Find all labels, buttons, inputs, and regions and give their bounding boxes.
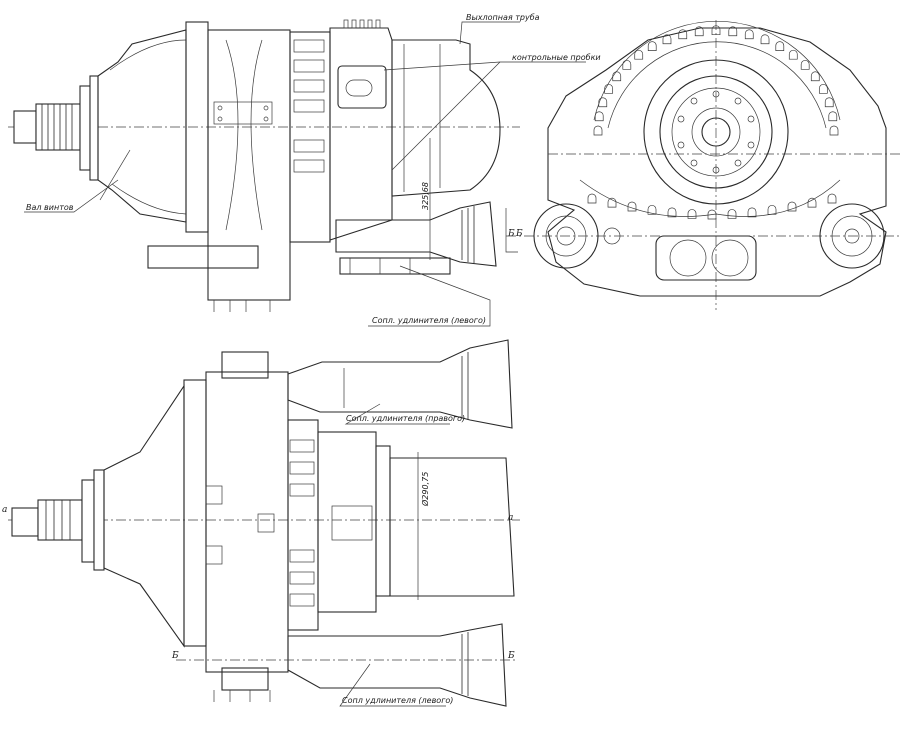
accessory-tooth bbox=[667, 207, 677, 218]
accessory-tooth bbox=[594, 111, 604, 122]
accessory-tooth bbox=[627, 201, 637, 212]
accessory-tooth bbox=[612, 71, 622, 82]
accessory-tooth bbox=[829, 125, 839, 136]
section-letter-a-right: а bbox=[508, 513, 513, 523]
plan-nose-cone bbox=[103, 384, 185, 648]
plan-ribbed-casing bbox=[287, 419, 319, 631]
lower-cover-plate bbox=[655, 235, 757, 281]
accessory-teeth bbox=[587, 25, 839, 220]
top-studs bbox=[343, 19, 381, 29]
accessory-tooth bbox=[598, 97, 608, 108]
accessory-tooth bbox=[662, 34, 672, 45]
accessory-tooth bbox=[694, 26, 704, 37]
main-housing bbox=[207, 29, 291, 301]
accessory-tooth bbox=[647, 204, 657, 215]
plan-exhaust-body bbox=[389, 457, 515, 597]
accessory-tooth bbox=[818, 83, 828, 94]
lower-pipe bbox=[147, 245, 259, 269]
exhaust-pipe bbox=[391, 39, 501, 197]
plan-lower-exhaust bbox=[287, 623, 507, 707]
accessory-tooth bbox=[604, 83, 614, 94]
accessory-tooth bbox=[687, 209, 697, 219]
accessory-tooth bbox=[787, 201, 797, 212]
accessory-tooth bbox=[728, 26, 738, 37]
accessory-tooth bbox=[607, 197, 617, 208]
stbd-exhaust-label: Сопл. удлинителя (правого) bbox=[346, 414, 465, 423]
accessory-tooth bbox=[828, 111, 838, 122]
plan-rear-casing bbox=[317, 431, 377, 613]
rear-casing bbox=[329, 27, 393, 241]
section-letter-b-right: Б bbox=[507, 651, 515, 661]
plan-upper-exhaust bbox=[287, 339, 513, 429]
stbd-shaft-housing bbox=[819, 203, 885, 269]
exhaust-pipe-label: Выхлопная труба bbox=[466, 13, 540, 22]
nose-cone bbox=[97, 29, 187, 223]
inspection-cover bbox=[337, 65, 387, 109]
section-letter-a-left: а bbox=[2, 505, 7, 515]
side-view: 325,68 Б Выхлопная труба контрольные про… bbox=[8, 13, 601, 327]
port-exhaust-bottom-label: Сопл удлинителя (левого) bbox=[342, 696, 453, 705]
accessory-tooth bbox=[744, 29, 754, 40]
front-housing-outline bbox=[547, 27, 887, 297]
accessory-tooth bbox=[707, 209, 717, 220]
bolt-circle bbox=[677, 90, 755, 174]
accessory-tooth bbox=[593, 125, 603, 136]
port-shaft-housing bbox=[533, 203, 599, 269]
accessory-tooth bbox=[634, 49, 644, 60]
accessory-tooth bbox=[760, 34, 770, 45]
main-shaft-bore bbox=[701, 117, 731, 147]
plan-width-dimension: Ø290,75 bbox=[420, 472, 430, 507]
accessory-tooth bbox=[767, 204, 777, 215]
accessory-tooth bbox=[827, 193, 837, 204]
accessory-tooth bbox=[747, 207, 757, 218]
front-view: Б bbox=[506, 20, 900, 310]
section-letter-b-left: Б bbox=[171, 651, 179, 661]
drain-plugs-label: контрольные пробки bbox=[512, 53, 601, 62]
accessory-tooth bbox=[800, 59, 810, 70]
accessory-tooth bbox=[727, 209, 737, 219]
prop-shaft-label: Вал винтов bbox=[26, 203, 74, 212]
side-exhaust-nozzle bbox=[335, 201, 497, 267]
section-letter-b-side: Б bbox=[507, 229, 515, 239]
port-exhaust-label: Сопл. удлинителя (левого) bbox=[372, 316, 486, 325]
accessory-tooth bbox=[810, 71, 820, 82]
accessory-tooth bbox=[711, 25, 721, 36]
plan-splined-shaft bbox=[11, 469, 105, 571]
accessory-tooth bbox=[775, 41, 785, 51]
splined-shaft bbox=[13, 75, 99, 181]
accessory-tooth bbox=[647, 41, 657, 51]
plan-view: Ø290,75 а а Б Б Сопл. удлинителя (правог… bbox=[2, 339, 520, 707]
accessory-tooth bbox=[788, 49, 798, 60]
main-gear-ring bbox=[643, 59, 789, 205]
lower-fitting bbox=[339, 257, 451, 275]
accessory-tooth bbox=[807, 197, 817, 208]
section-letter-b-front: Б bbox=[515, 229, 523, 239]
accessory-tooth bbox=[824, 97, 834, 108]
accessory-tooth bbox=[678, 29, 688, 40]
accessory-tooth bbox=[587, 193, 597, 204]
side-height-dimension: 325,68 bbox=[421, 182, 430, 210]
accessory-tooth bbox=[622, 59, 632, 70]
plan-main-housing bbox=[205, 371, 289, 673]
side-plate bbox=[213, 101, 273, 125]
